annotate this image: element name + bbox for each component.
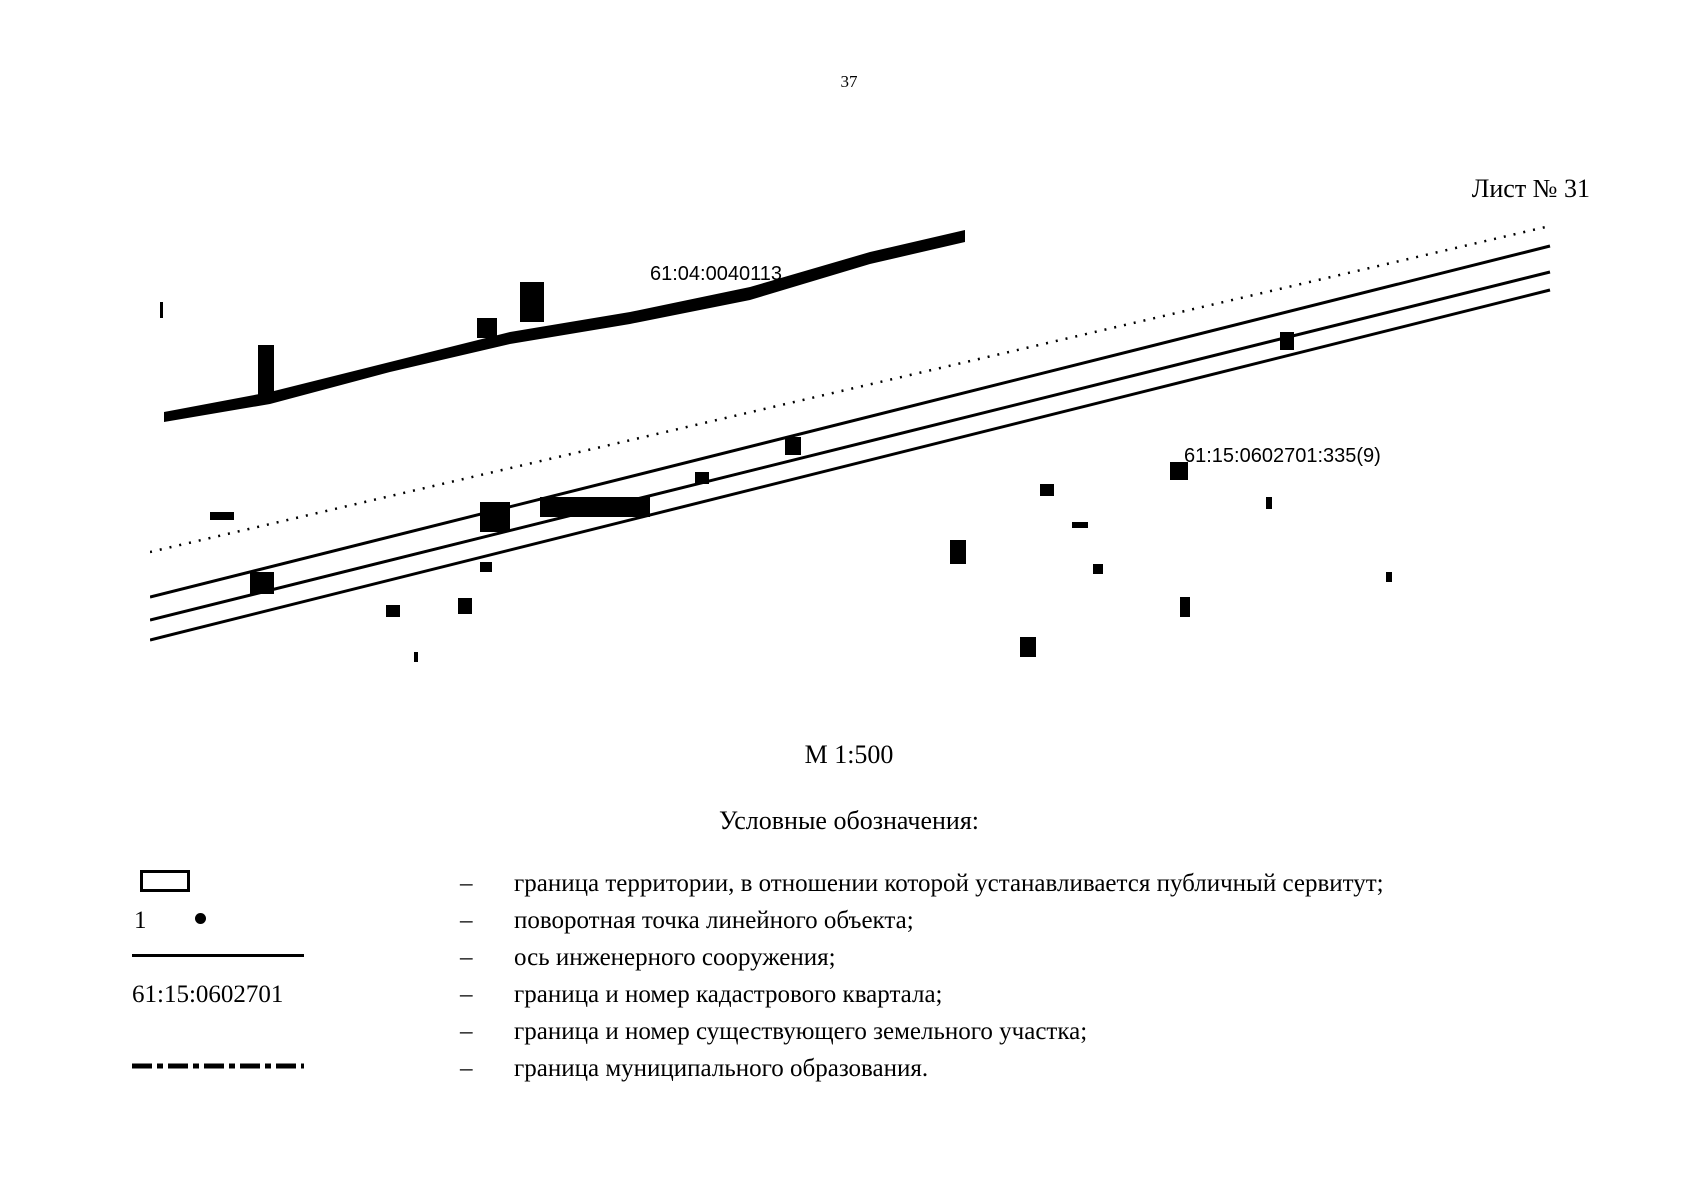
legend-row-municipal-boundary: – граница муниципального образования. bbox=[120, 1051, 1570, 1088]
dotted-boundary-line bbox=[150, 224, 1551, 554]
map-drawing: 61:04:0040113 61:15:0602701:335(9) bbox=[150, 224, 1551, 662]
parcel-label: 61:15:0602701:335(9) bbox=[1184, 445, 1381, 467]
quarter-label: 61:04:0040113 bbox=[650, 263, 782, 285]
legend-description: поворотная точка линейного объекта; bbox=[514, 907, 914, 934]
page-number: 37 bbox=[840, 72, 858, 91]
sheet-label: Лист № 31 bbox=[1471, 174, 1590, 203]
legend-dash: – bbox=[460, 1018, 473, 1045]
legend-dash: – bbox=[460, 944, 473, 971]
legend-description: граница муниципального образования. bbox=[514, 1055, 929, 1082]
quarter-boundary-band bbox=[164, 230, 965, 520]
legend-row-axis: – ось инженерного сооружения; bbox=[120, 940, 1570, 977]
legend-row-land-parcel: – граница и номер существующего земельно… bbox=[120, 1014, 1570, 1051]
legend-description: граница и номер существующего земельного… bbox=[514, 1018, 1088, 1045]
legend-symbol-dash-dot-line bbox=[126, 1051, 304, 1088]
legend: – граница территории, в отношении которо… bbox=[120, 866, 1570, 1088]
engineering-axis-line bbox=[150, 270, 1551, 622]
legend-row-cadastral-quarter: 61:15:0602701 – граница и номер кадастро… bbox=[120, 977, 1570, 1014]
legend-description: граница территории, в отношении которой … bbox=[514, 870, 1384, 897]
legend-symbol-point: 1 bbox=[126, 903, 298, 940]
servitude-boundary-upper bbox=[150, 244, 1551, 599]
legend-point-number: 1 bbox=[134, 907, 147, 934]
legend-dash: – bbox=[460, 1055, 473, 1082]
legend-symbol-empty bbox=[126, 1014, 298, 1051]
map-scale: М 1:500 bbox=[804, 740, 894, 769]
legend-title: Условные обозначения: bbox=[718, 806, 980, 835]
legend-description: граница и номер кадастрового квартала; bbox=[514, 981, 943, 1008]
legend-row-servitude-boundary: – граница территории, в отношении которо… bbox=[120, 866, 1570, 903]
legend-quarter-number: 61:15:0602701 bbox=[132, 981, 284, 1008]
legend-symbol-solid-line bbox=[126, 940, 304, 977]
legend-dash: – bbox=[460, 870, 473, 897]
legend-symbol-quarter-number: 61:15:0602701 bbox=[126, 977, 298, 1014]
map-point-marker bbox=[160, 302, 163, 318]
scan-noise-blobs bbox=[250, 332, 1392, 662]
point-dot-icon bbox=[195, 913, 206, 924]
legend-row-turning-point: 1 – поворотная точка линейного объекта; bbox=[120, 903, 1570, 940]
legend-description: ось инженерного сооружения; bbox=[514, 944, 836, 971]
legend-dash: – bbox=[460, 907, 473, 934]
servitude-boundary-lower bbox=[150, 288, 1551, 642]
legend-symbol-rectangle bbox=[126, 866, 298, 903]
legend-dash: – bbox=[460, 981, 473, 1008]
